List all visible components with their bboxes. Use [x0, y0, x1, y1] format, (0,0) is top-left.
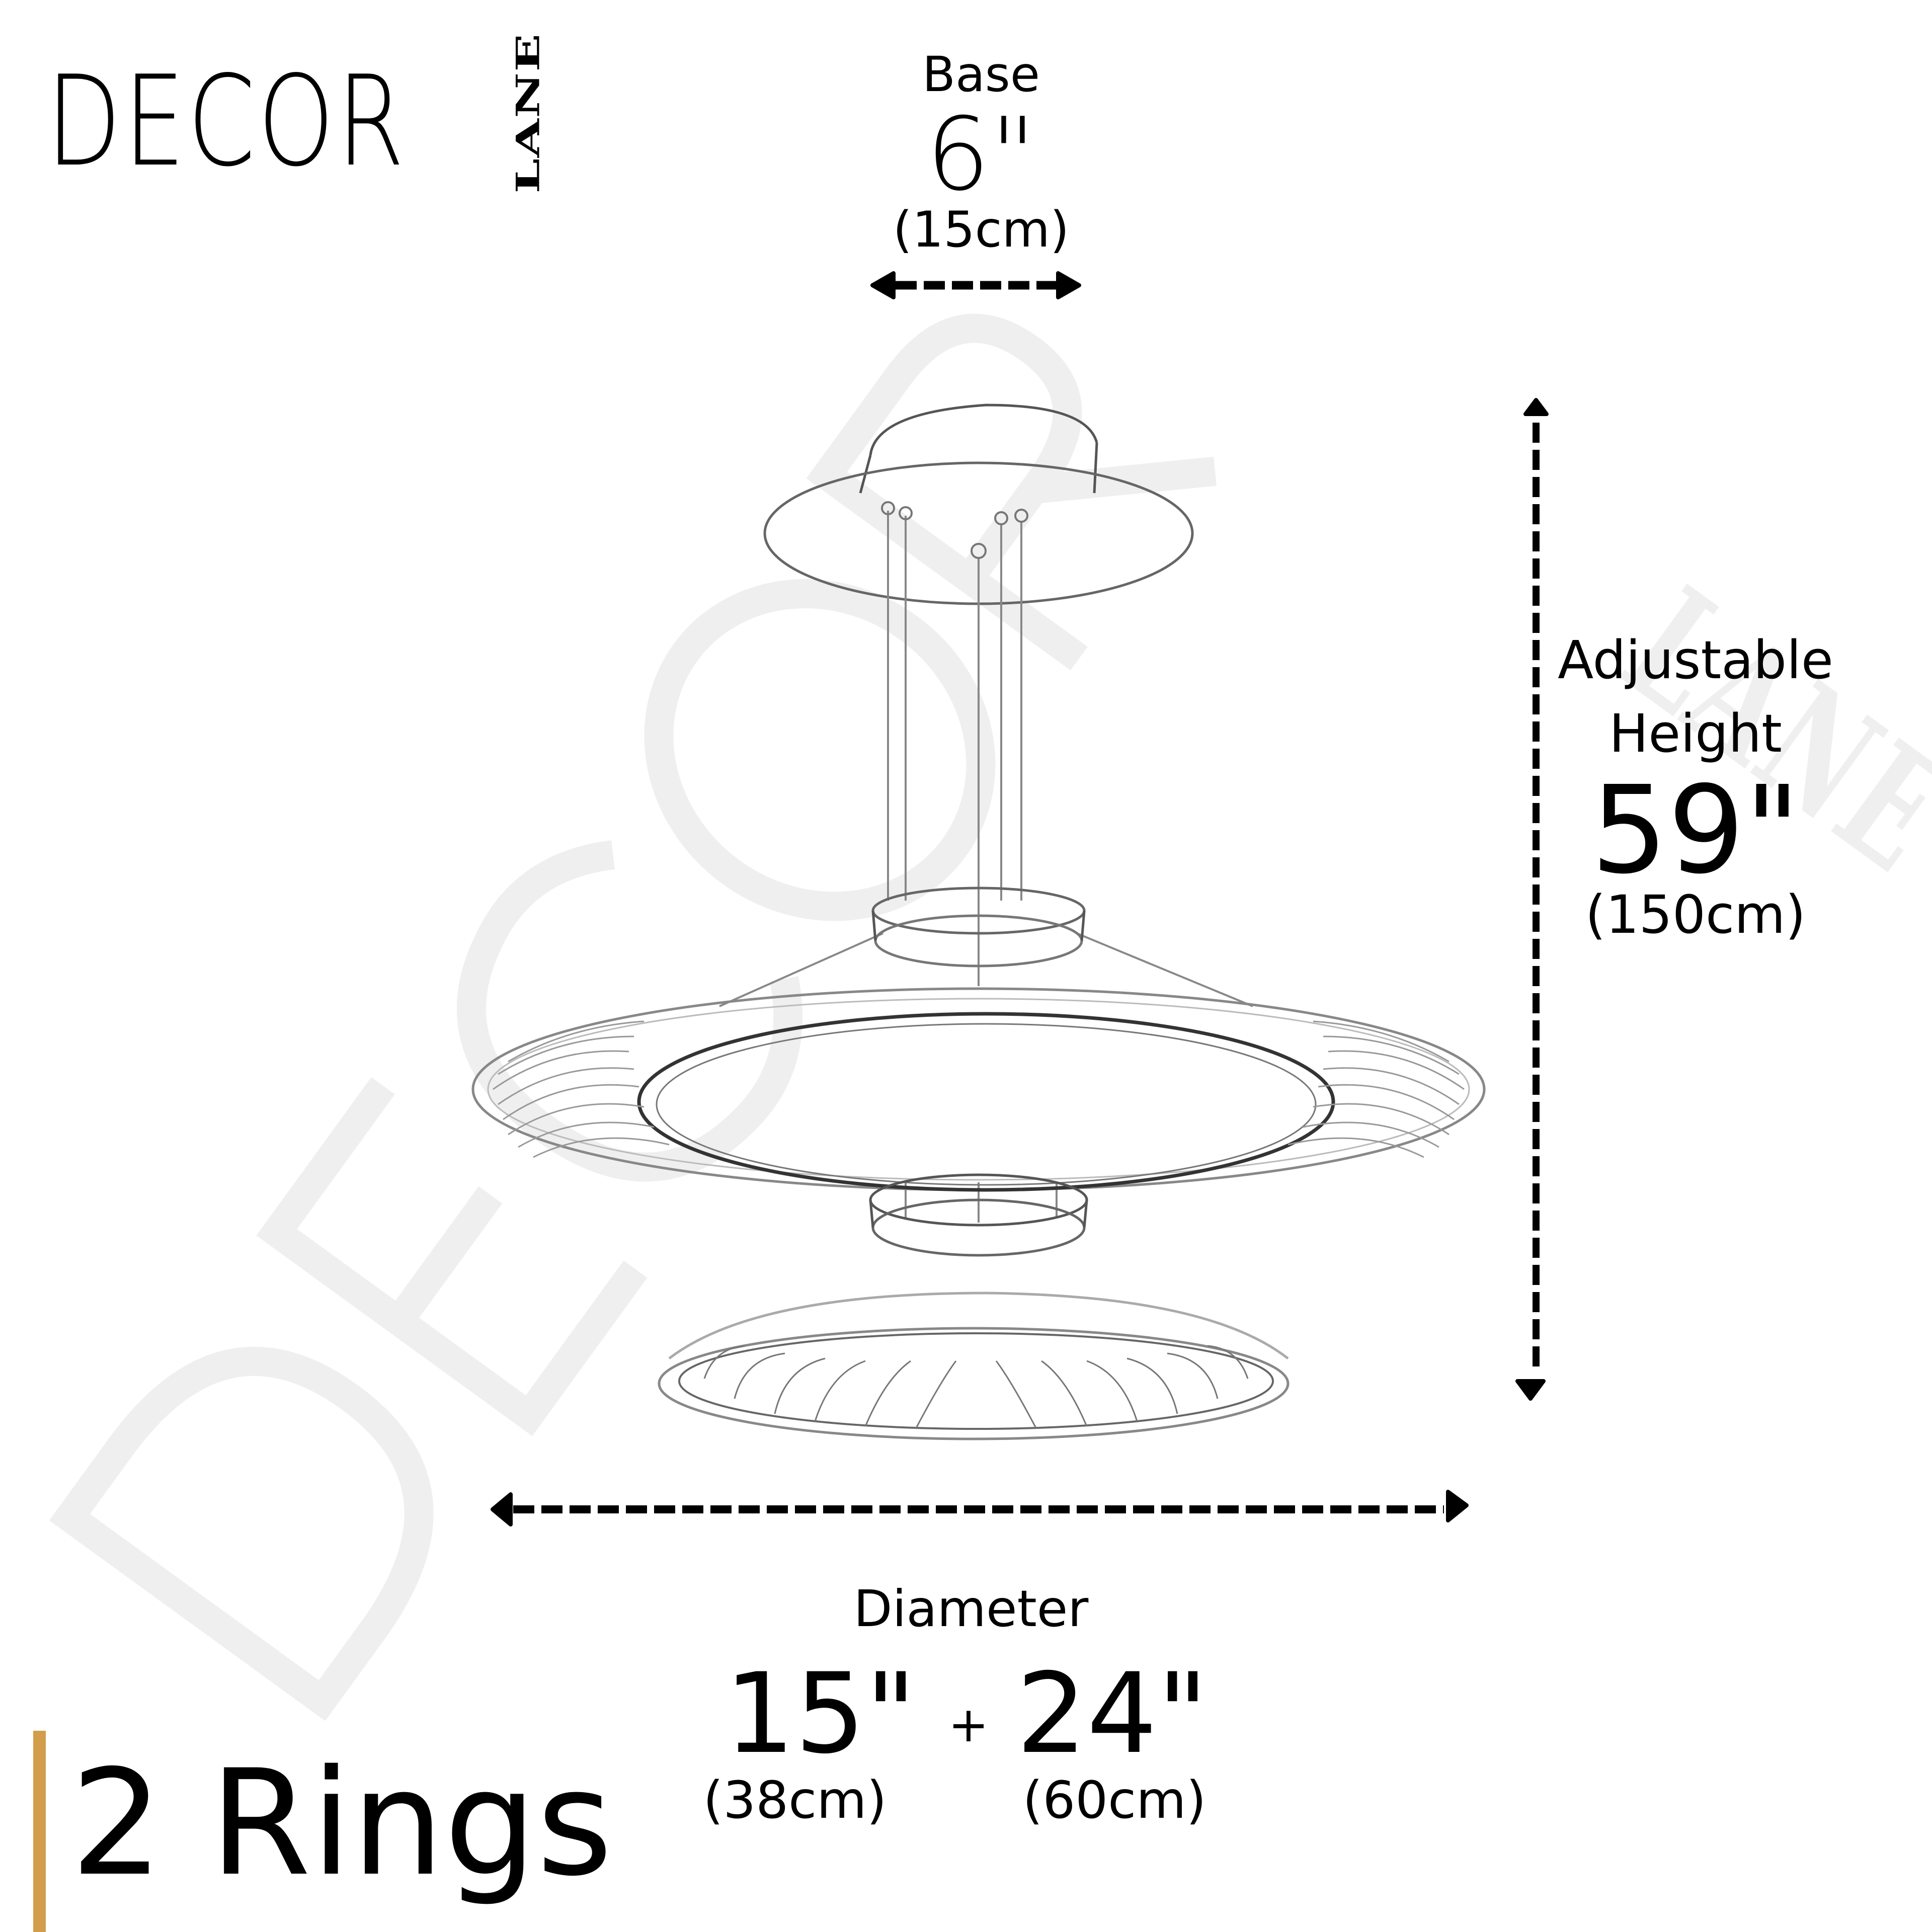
base-imperial: 6"	[926, 96, 1036, 213]
base-metric: (15cm)	[893, 201, 1070, 259]
watermark-letter-c	[457, 840, 803, 1182]
diameter-small-imperial: 15"	[725, 1649, 917, 1778]
watermark-letter-o	[644, 579, 996, 921]
watermark-letter-d	[49, 1346, 434, 1721]
height-imperial: 59"	[1591, 760, 1800, 901]
large-ring-inner-opening-edge	[656, 1023, 1317, 1186]
height-label-line2: Height	[1609, 703, 1782, 764]
base-width-arrow-icon	[870, 271, 1081, 299]
small-ring-inner	[678, 1332, 1274, 1430]
accent-bar	[33, 1731, 46, 1932]
small-ring-top-edge	[668, 1292, 1289, 1359]
variant-label: 2 Rings	[70, 1739, 613, 1908]
diameter-small-metric: (38cm)	[703, 1770, 887, 1830]
large-ring-outer-inner-edge	[487, 998, 1470, 1181]
height-arrow-icon	[1515, 398, 1549, 1401]
watermark-letter-e	[256, 1077, 648, 1436]
height-dimension: Adjustable Height 59" (150cm)	[1545, 634, 1846, 941]
brand-logo-lane-text: LANE	[509, 32, 547, 194]
brand-logo-lane: LANE	[506, 33, 551, 193]
base-dimension: Base 6" (15cm)	[855, 50, 1107, 255]
brand-logo-decor: DECOR	[46, 49, 407, 194]
height-label-line1: Adjustable	[1558, 629, 1833, 691]
diameter-separator: +	[948, 1697, 989, 1753]
watermark-letter-r	[806, 313, 1217, 671]
diameter-label: Diameter	[853, 1579, 1089, 1638]
diameter-large-metric: (60cm)	[1022, 1770, 1206, 1830]
diameter-large-imperial: 24"	[1016, 1649, 1209, 1778]
base-label: Base	[922, 46, 1040, 103]
small-ring-bottom	[658, 1327, 1290, 1440]
large-ring-inner-opening	[637, 1012, 1335, 1192]
canopy-side-right	[1093, 442, 1098, 494]
diameter-arrow-icon	[491, 1490, 1469, 1526]
height-metric: (150cm)	[1585, 884, 1806, 945]
canopy-top	[869, 404, 1098, 456]
